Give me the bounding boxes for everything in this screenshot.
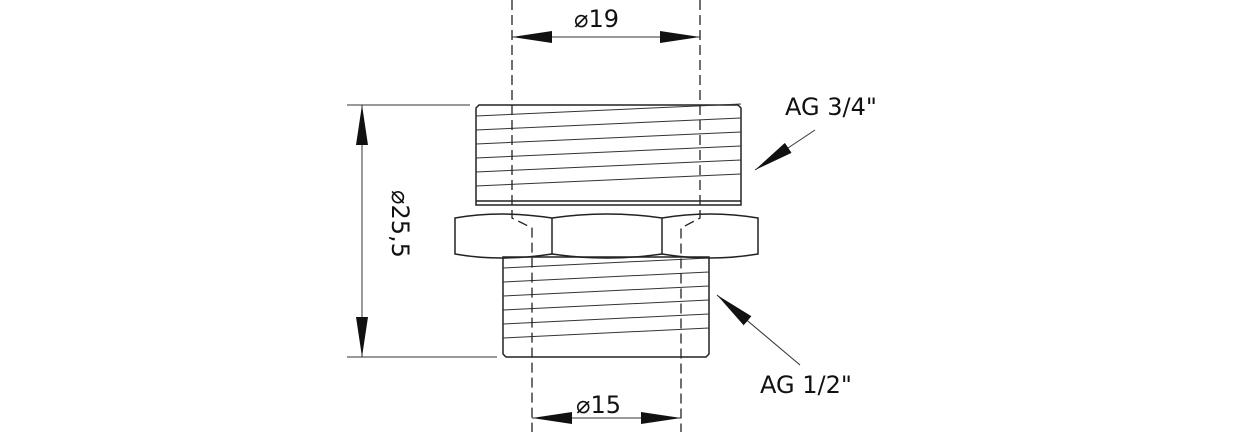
thread-line — [502, 285, 710, 297]
thread-line — [475, 103, 742, 117]
dimension-top: ⌀19 — [512, 5, 700, 43]
thread-upper-label: AG 3/4" — [785, 93, 877, 121]
thread-line — [502, 327, 710, 339]
thread-line — [502, 257, 710, 269]
thread-line — [475, 117, 742, 131]
bore-hidden-lines — [511, 0, 701, 432]
leader-lower-thread: AG 1/2" — [716, 294, 852, 399]
dimension-bottom-label: ⌀15 — [576, 391, 621, 419]
thread-line — [475, 131, 742, 145]
dimension-bottom: ⌀15 — [532, 391, 681, 424]
upper-thread-body — [475, 103, 742, 206]
dimension-top-label: ⌀19 — [574, 5, 619, 33]
thread-line — [502, 299, 710, 311]
hex-nut — [454, 213, 759, 259]
thread-line — [475, 159, 742, 173]
thread-lower-label: AG 1/2" — [760, 371, 852, 399]
dimension-left-label: ⌀25,5 — [386, 190, 414, 258]
thread-line — [475, 145, 742, 159]
lower-thread-body — [502, 256, 710, 358]
thread-line — [502, 271, 710, 283]
dimension-left: ⌀25,5 — [347, 104, 497, 358]
leader-upper-thread: AG 3/4" — [754, 93, 877, 171]
thread-line — [475, 173, 742, 187]
thread-line — [502, 313, 710, 325]
